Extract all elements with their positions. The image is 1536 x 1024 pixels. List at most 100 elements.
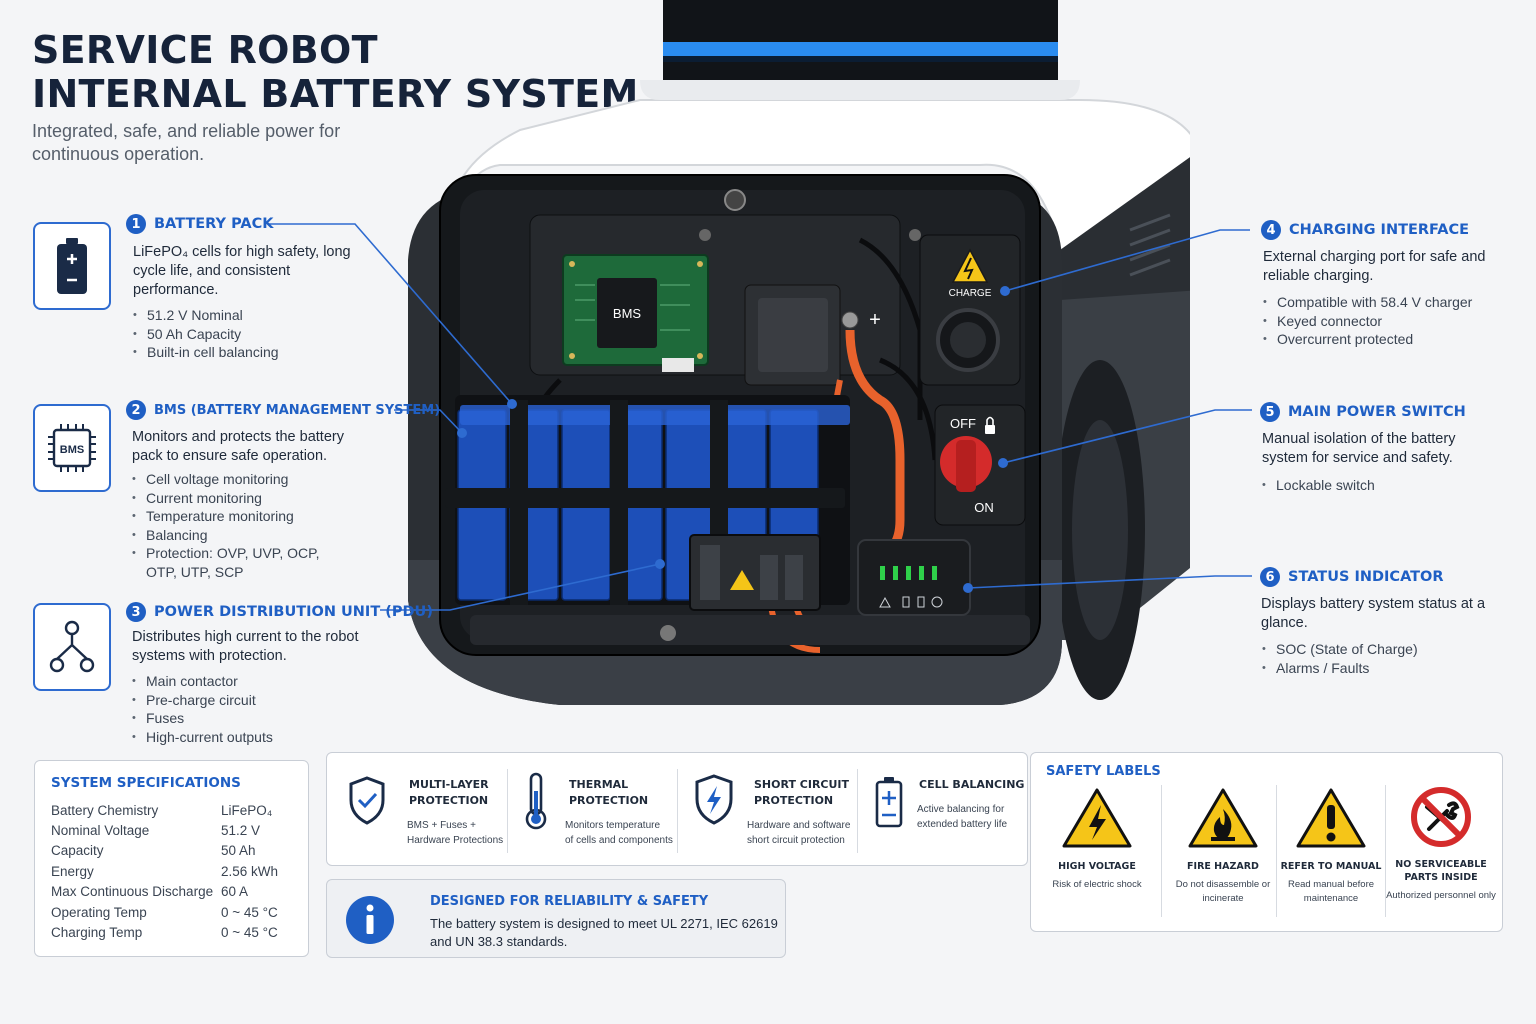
feature-title-line: PROTECTION	[754, 794, 834, 807]
section-title: BATTERY PACK	[154, 216, 274, 232]
section-number: 6	[1260, 567, 1280, 587]
battery-icon-box	[33, 222, 111, 310]
feature-title-line: THERMAL	[569, 778, 629, 791]
section-power-switch-desc: Manual isolation of the battery system f…	[1262, 431, 1456, 466]
high-voltage-icon	[1062, 788, 1132, 848]
feature-desc-line: Hardware and software	[747, 820, 851, 831]
list-item: High-current outputs	[132, 728, 273, 747]
spec-row: Energy 2.56 kWh	[51, 864, 311, 879]
list-item: Current monitoring	[132, 489, 342, 508]
list-item: Balancing	[132, 526, 342, 545]
section-number: 2	[126, 400, 146, 420]
robot-illustration: BMS + CHARGE	[408, 0, 1190, 705]
list-item: Cell voltage monitoring	[132, 470, 342, 489]
reliability-panel: DESIGNED FOR RELIABILITY & SAFETY The ba…	[326, 879, 786, 958]
page-title: SERVICE ROBOT INTERNAL BATTERY SYSTEM	[32, 28, 639, 116]
feature-desc-line: Active balancing for	[917, 804, 1005, 815]
feature-desc-line: BMS + Fuses +	[407, 820, 476, 831]
battery-balance-icon	[875, 777, 903, 828]
reliability-title: DESIGNED FOR RELIABILITY & SAFETY	[430, 894, 709, 909]
safety-label-fire-hazard: FIRE HAZARD Do not disassemble or incine…	[1168, 787, 1278, 906]
safety-label-title: REFER TO MANUAL	[1280, 861, 1382, 872]
reliability-text: The battery system is designed to meet U…	[430, 916, 778, 949]
section-title: BMS (BATTERY MANAGEMENT SYSTEM)	[154, 402, 441, 418]
section-title: CHARGING INTERFACE	[1289, 222, 1470, 238]
bms-chip-label: BMS	[613, 306, 642, 321]
title-line-2: INTERNAL BATTERY SYSTEM	[32, 72, 639, 116]
section-number: 3	[126, 602, 146, 622]
switch-off-label: OFF	[950, 416, 976, 431]
spec-value: 2.56 kWh	[221, 864, 279, 879]
spec-row: Capacity 50 Ah	[51, 843, 311, 858]
safety-label-desc: Risk of electric shock	[1052, 879, 1142, 890]
chip-icon: BMS	[48, 424, 96, 472]
spec-key: Nominal Voltage	[51, 823, 150, 838]
charge-label: CHARGE	[949, 288, 992, 299]
section-status-heading: 6 STATUS INDICATOR	[1260, 567, 1444, 587]
section-battery-pack-heading: 1 BATTERY PACK	[126, 214, 273, 234]
title-line-1: SERVICE ROBOT	[32, 28, 378, 72]
distribution-icon	[49, 620, 95, 673]
section-power-switch-heading: 5 MAIN POWER SWITCH	[1260, 402, 1466, 422]
safety-label-no-serviceable-parts: NO SERVICEABLE PARTS INSIDE Authorized p…	[1386, 785, 1496, 903]
thermometer-icon	[525, 772, 547, 830]
divider	[677, 769, 678, 853]
feature-desc-line: extended battery life	[917, 819, 1008, 830]
section-charging-heading: 4 CHARGING INTERFACE	[1261, 220, 1469, 240]
section-number: 1	[126, 214, 146, 234]
feature-desc-line: Hardware Protections	[407, 835, 504, 846]
list-item: Lockable switch	[1262, 476, 1375, 495]
feature-desc-line: Monitors temperature	[565, 820, 661, 831]
spec-key: Capacity	[51, 843, 104, 858]
safety-label-desc: Do not disassemble or incinerate	[1175, 879, 1271, 904]
list-item: 51.2 V Nominal	[133, 306, 279, 325]
safety-label-high-voltage: HIGH VOLTAGE Risk of electric shock	[1042, 787, 1152, 892]
section-bms-bullets: Cell voltage monitoring Current monitori…	[132, 470, 342, 581]
list-item: Keyed connector	[1263, 312, 1472, 331]
spec-row: Charging Temp 0 ~ 45 °C	[51, 925, 311, 940]
section-status-bullets: SOC (State of Charge) Alarms / Faults	[1262, 640, 1418, 677]
safety-label-refer-to-manual: REFER TO MANUAL Read manual before maint…	[1276, 787, 1386, 906]
page-subtitle: Integrated, safe, and reliable power for…	[32, 121, 341, 164]
feature-title-line: SHORT CIRCUIT	[754, 778, 850, 791]
battery-icon	[57, 238, 87, 294]
shield-check-icon	[349, 776, 385, 825]
list-item: 50 Ah Capacity	[133, 325, 279, 344]
section-title: MAIN POWER SWITCH	[1288, 404, 1466, 420]
safety-labels-panel: SAFETY LABELS HIGH VOLTAGE Risk of elect…	[1030, 752, 1503, 932]
section-status-desc: Displays battery system status at a glan…	[1261, 596, 1486, 631]
section-pdu-bullets: Main contactor Pre-charge circuit Fuses …	[132, 672, 273, 746]
shield-bolt-icon	[695, 774, 733, 825]
spec-key: Energy	[51, 864, 94, 879]
feature-title-line: PROTECTION	[409, 794, 489, 807]
section-power-switch-bullets: Lockable switch	[1262, 476, 1375, 495]
divider	[507, 769, 508, 853]
spec-key: Operating Temp	[51, 905, 147, 920]
safety-label-desc: Read manual before maintenance	[1287, 879, 1375, 904]
safety-label-desc: Authorized personnel only	[1386, 890, 1496, 901]
pdu-icon-box	[33, 603, 111, 691]
fire-hazard-icon	[1188, 788, 1258, 848]
list-item: Compatible with 58.4 V charger	[1263, 293, 1472, 312]
divider	[1385, 785, 1386, 917]
section-pdu-heading: 3 POWER DISTRIBUTION UNIT (PDU)	[126, 602, 433, 622]
bms-icon-box: BMS	[33, 404, 111, 492]
section-battery-pack-bullets: 51.2 V Nominal 50 Ah Capacity Built-in c…	[133, 306, 279, 362]
spec-value: 60 A	[221, 884, 249, 899]
spec-value: LiFePO₄	[221, 803, 273, 818]
spec-value: 50 Ah	[221, 843, 256, 858]
spec-row: Battery Chemistry LiFePO₄	[51, 803, 311, 818]
section-number: 5	[1260, 402, 1280, 422]
list-item: Pre-charge circuit	[132, 691, 273, 710]
spec-key: Charging Temp	[51, 925, 143, 940]
specs-title: SYSTEM SPECIFICATIONS	[51, 775, 241, 791]
safety-label-title: HIGH VOLTAGE	[1058, 861, 1136, 872]
spec-value: 0 ~ 45 °C	[221, 925, 278, 940]
switch-on-label: ON	[974, 500, 994, 515]
section-pdu-desc: Distributes high current to the robot sy…	[132, 629, 359, 664]
section-charging-desc: External charging port for safe and reli…	[1263, 249, 1486, 284]
spec-key: Battery Chemistry	[51, 803, 159, 818]
